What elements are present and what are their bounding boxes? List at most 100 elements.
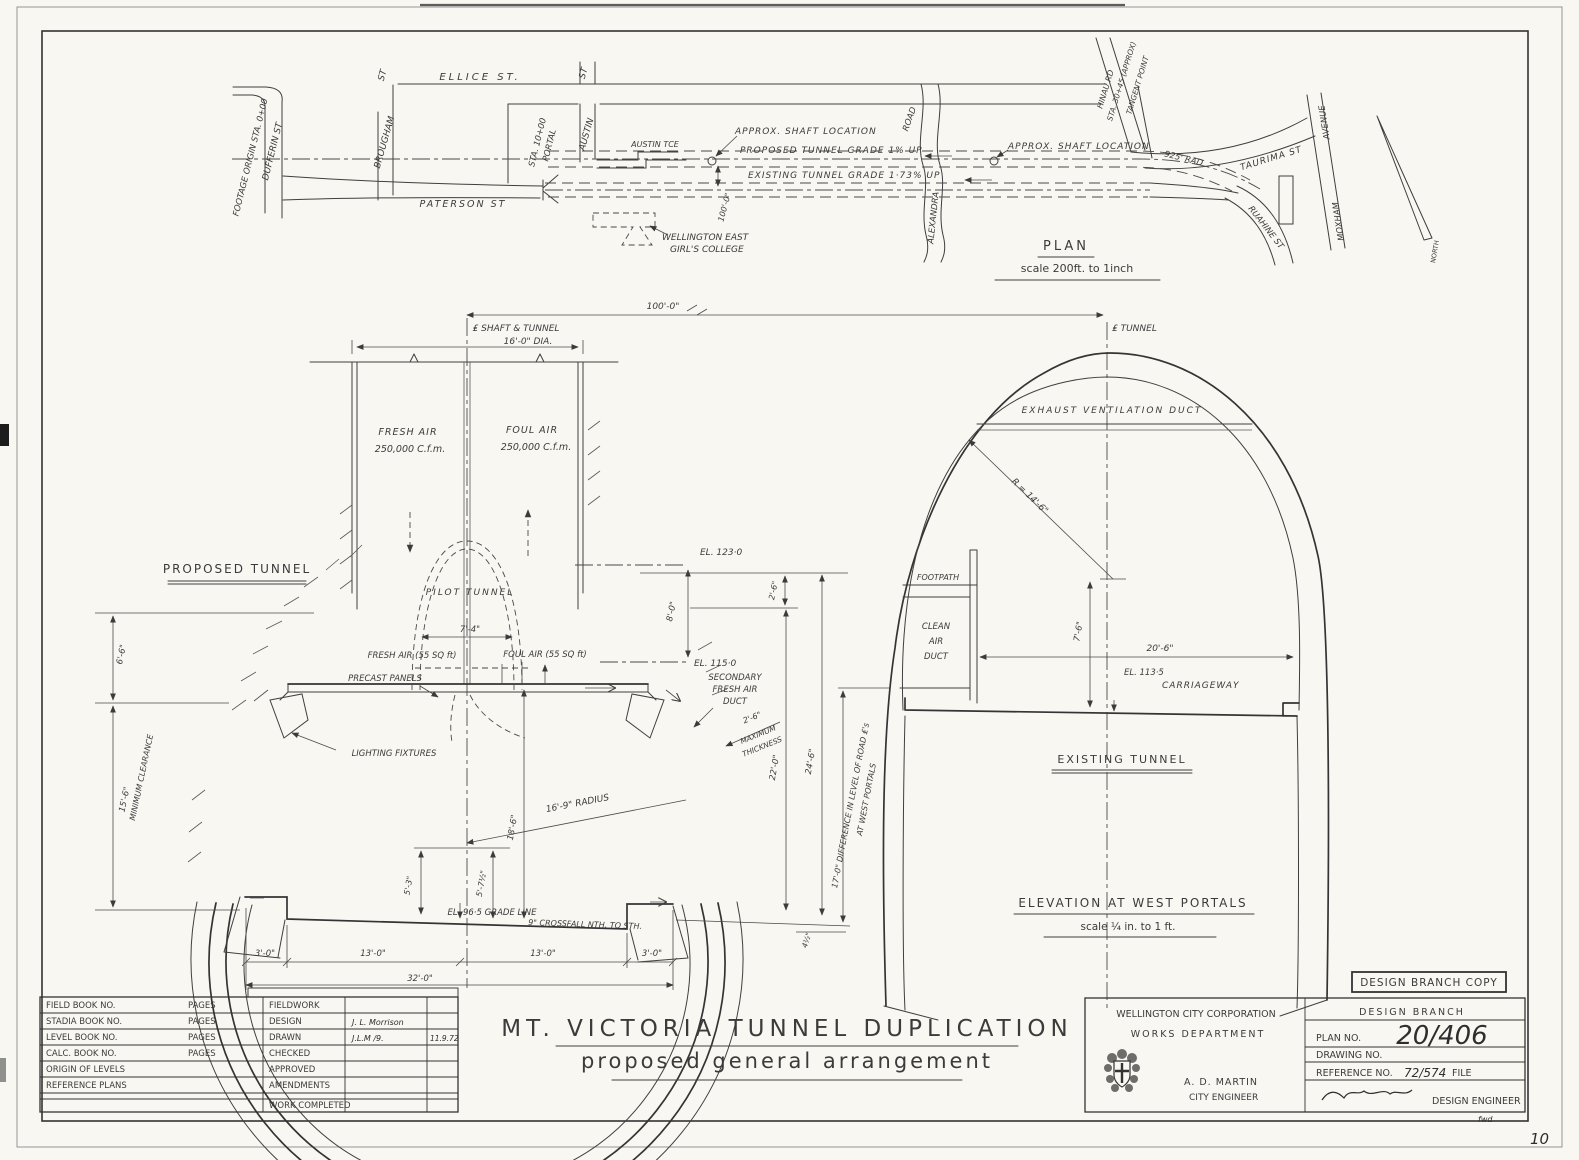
label-foul-air-55: FOUL AIR (55 SQ ft)	[503, 650, 586, 660]
label-grade-line: EL. 96·5 GRADE LINE	[447, 908, 537, 918]
street-alexandra-road: ROAD	[901, 105, 919, 132]
label-secondary: SECONDARY	[708, 673, 762, 683]
label-clean: CLEAN	[922, 622, 951, 632]
existing-title-underline	[1051, 769, 1193, 774]
duct-flow-arrows-sides	[253, 689, 680, 701]
label-college-1: WELLINGTON EAST	[662, 233, 750, 243]
ground-hatching	[187, 420, 728, 863]
street-moxham: MOXHAM	[1331, 201, 1347, 242]
elevation-title: ELEVATION AT WEST PORTALS	[1018, 896, 1247, 910]
label-clean-duct: DUCT	[924, 652, 949, 662]
table-cell: PAGES	[188, 1049, 216, 1059]
label-cl-shaft-tunnel: ₤ SHAFT & TUNNEL	[473, 324, 560, 334]
dim-13-0-right: 13'-0"	[530, 949, 556, 959]
street-ruahine: RUAHINE ST	[1246, 204, 1286, 252]
table-cell: FIELD BOOK NO.	[46, 1001, 116, 1011]
label-el-123: EL. 123·0	[700, 548, 742, 558]
proposed-tunnel-edge-south	[548, 166, 1233, 192]
ground-line	[309, 353, 619, 363]
table-cell: DESIGN	[269, 1017, 302, 1027]
org-dept: WORKS DEPARTMENT	[1131, 1029, 1266, 1040]
street-ellice: ELLICE ST.	[439, 72, 520, 83]
label-secondary-2: FRESH AIR	[713, 685, 758, 695]
plan-streets	[232, 37, 1346, 266]
precast-panel-bottom	[279, 683, 657, 701]
city-engineer-name: A. D. MARTIN	[1184, 1077, 1258, 1088]
label-cl-tunnel: ₤ TUNNEL	[1112, 324, 1157, 334]
dim-18-6: 18'-6"	[506, 814, 520, 841]
existing-inner-wall	[901, 376, 1301, 711]
lining-extrados	[208, 902, 726, 1160]
proposed-title-underline	[167, 580, 307, 585]
main-title: MT. VICTORIA TUNNEL DUPLICATION	[501, 1016, 1072, 1042]
reference-file-label: FILE	[1452, 1068, 1472, 1079]
scan-blotch	[0, 424, 9, 446]
plan-no-label: PLAN NO.	[1316, 1033, 1361, 1044]
wall-footings	[223, 896, 689, 963]
label-el-113-5: EL. 113·5	[1124, 668, 1164, 678]
existing-tunnel-title: EXISTING TUNNEL	[1057, 753, 1186, 766]
existing-wall-bottoms	[883, 715, 1328, 1021]
pilot-tunnel-outer	[411, 540, 523, 691]
lining-intrados	[225, 903, 709, 1160]
table-cell: STADIA BOOK NO.	[46, 1017, 122, 1027]
label-footpath: FOOTPATH	[917, 573, 959, 582]
label-fresh-air-55: FRESH AIR (55 SQ ft)	[368, 651, 457, 661]
dim-32-0: 32'-0"	[407, 974, 433, 984]
sub-title: proposed general arrangement	[581, 1049, 993, 1073]
street-paterson: PATERSON ST	[420, 199, 507, 210]
dim-5-7-half: 5'-7½"	[475, 870, 489, 898]
label-lighting-fixtures: LIGHTING FIXTURES	[352, 749, 437, 759]
street-alexandra: ALEXANDRA	[926, 191, 942, 245]
design-engineer-signature	[1321, 1089, 1413, 1101]
handwritten-note: fwd	[1478, 1115, 1493, 1124]
dim-16-9-radius: 16'-9" RADIUS	[545, 793, 610, 815]
table-cell: ORIGIN OF LEVELS	[46, 1065, 125, 1075]
scan-blotch-2	[0, 1058, 6, 1082]
label-pilot-tunnel: PILOT TUNNEL	[426, 588, 515, 598]
footpath-structure	[899, 549, 978, 704]
shaft-symbol-2	[989, 156, 999, 166]
label-foul-air: FOUL AIR	[506, 425, 558, 436]
plan-scale: scale 200ft. to 1inch	[1021, 262, 1133, 275]
proposed-tunnel-centerline	[232, 158, 1261, 190]
dim-2-6: 2'-6"	[767, 580, 780, 600]
shaft-divider-wall	[463, 362, 471, 684]
label-el-115: EL. 115·0	[694, 659, 736, 669]
existing-tunnel-section: ₤ TUNNEL EXHAUST VENTILATION DUCT R = 14…	[882, 322, 1330, 1021]
drawing-title: MT. VICTORIA TUNNEL DUPLICATION proposed…	[501, 1016, 1072, 1081]
table-cell: PAGES	[188, 1001, 216, 1011]
reference-no-label: REFERENCE NO.	[1316, 1068, 1393, 1079]
stamp-text: DESIGN BRANCH COPY	[1360, 977, 1498, 989]
street-moxham-avenue: AVENUE	[1317, 104, 1333, 141]
college-building-outline	[592, 212, 656, 246]
label-precast-panels: PRECAST PANELS	[348, 674, 422, 684]
table-cell-handwritten: J.L.M /9.	[350, 1034, 384, 1043]
shaft-1-leader	[715, 135, 738, 157]
table-cell: WORK COMPLETED	[269, 1101, 351, 1111]
label-approx-shaft-1: APPROX. SHAFT LOCATION	[734, 127, 877, 137]
page-number: 10	[1530, 1130, 1549, 1148]
dim-13-0-left: 13'-0"	[360, 949, 386, 959]
label-fresh-air: FRESH AIR	[378, 427, 437, 438]
table-cell: REFERENCE PLANS	[46, 1081, 127, 1091]
dim-6-6: 6'-6"	[115, 644, 129, 666]
sheet-border	[0, 3, 1563, 1148]
table-cell: PAGES	[188, 1033, 216, 1043]
shaft-walls	[351, 361, 584, 610]
plan-view: FOOTAGE ORIGIN STA. 0+00 DUFFERIN ST ST …	[232, 37, 1441, 281]
branch-label: DESIGN BRANCH	[1359, 1007, 1465, 1018]
table-cell: CALC. BOOK NO.	[46, 1049, 117, 1059]
inner-face-line	[243, 904, 691, 1160]
excavation-line	[190, 901, 744, 1160]
label-minimum-clearance: MINIMUM CLEARANCE	[128, 733, 155, 822]
dim-3-0-left: 3'-0"	[255, 949, 275, 959]
shaft-2-leader	[996, 149, 1009, 158]
label-foul-air-cfm: 250,000 C.f.m.	[501, 442, 571, 453]
table-cell-handwritten: 11.9.72	[430, 1034, 459, 1043]
table-cell: CHECKED	[269, 1049, 311, 1059]
table-cell: FIELDWORK	[269, 1001, 320, 1011]
dim-r-14-6: R = 14'-6"	[1009, 477, 1049, 517]
